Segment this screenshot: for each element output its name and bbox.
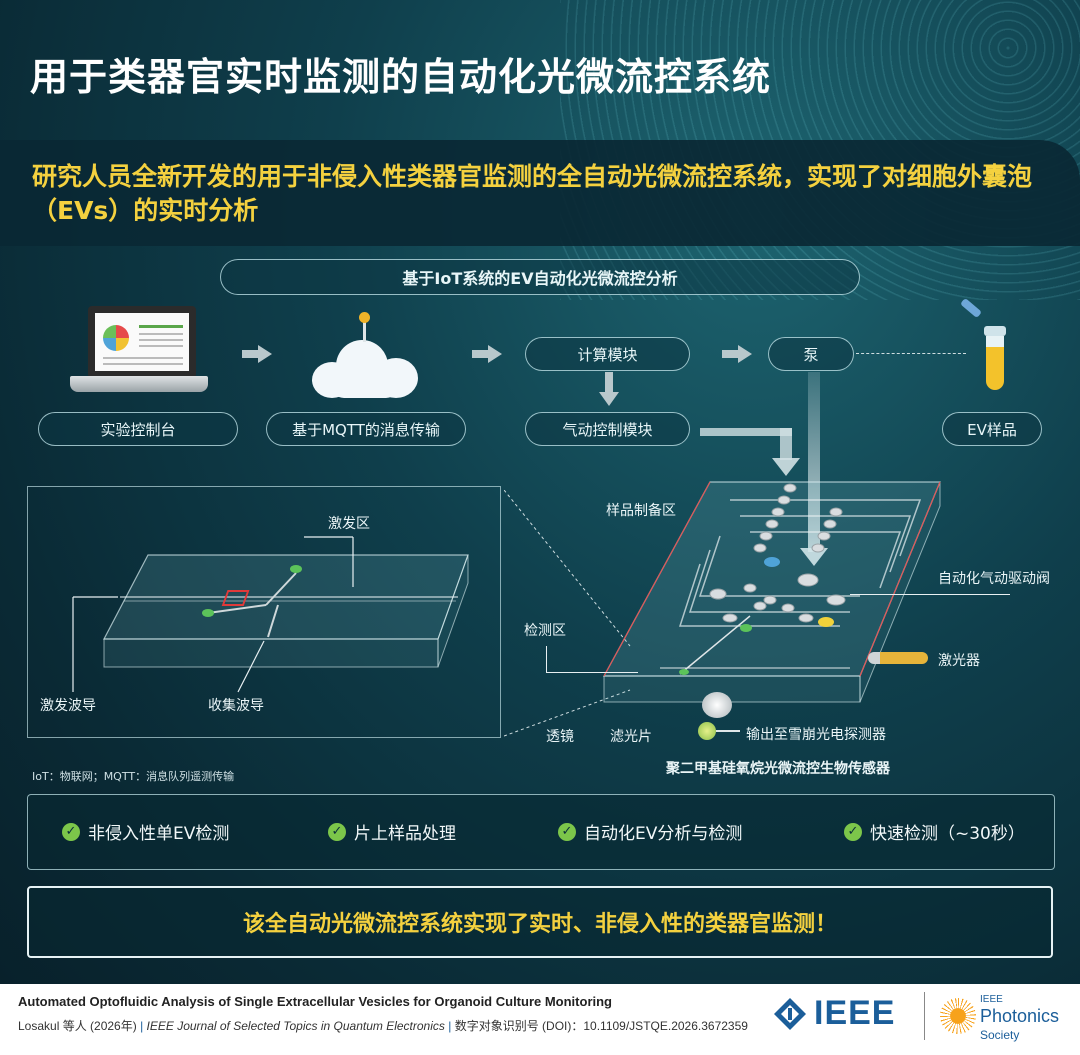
feature-bar: ✓ 非侵入性单EV检测 ✓ 片上样品处理 ✓ 自动化EV分析与检测 ✓ 快速检测… xyxy=(27,794,1055,870)
feature-label: 快速检测（~30秒） xyxy=(870,824,1025,844)
feature-label: 自动化EV分析与检测 xyxy=(584,824,743,844)
pump-label: 泵 xyxy=(768,337,854,371)
collection-waveguide-label: 收集波导 xyxy=(208,698,264,714)
feature-item: ✓ 快速检测（~30秒） xyxy=(844,819,1025,844)
output-label: 输出至雪崩光电探测器 xyxy=(746,727,886,743)
lens-icon xyxy=(702,692,732,718)
laptop-icon xyxy=(88,306,196,378)
console-label: 实验控制台 xyxy=(38,412,238,446)
feature-label: 片上样品处理 xyxy=(354,824,456,844)
subtitle-banner: 研究人员全新开发的用于非侵入性类器官监测的全自动光微流控系统，实现了对细胞外囊泡… xyxy=(0,140,1080,246)
detection-pointer xyxy=(546,646,548,672)
valve-pointer xyxy=(850,594,1010,596)
check-icon: ✓ xyxy=(328,822,346,841)
arrow-right-icon xyxy=(472,345,502,363)
cloud-icon xyxy=(312,340,418,398)
laser-label: 激光器 xyxy=(938,653,980,669)
laser-icon xyxy=(868,652,928,664)
excitation-zone-label: 激发区 xyxy=(328,516,370,532)
filter-icon xyxy=(698,722,716,740)
lens-label: 透镜 xyxy=(546,729,574,745)
compute-module: 计算模块 xyxy=(525,337,690,371)
check-icon: ✓ xyxy=(844,822,862,841)
sample-prep-label: 样品制备区 xyxy=(606,503,676,519)
feature-item: ✓ 自动化EV分析与检测 xyxy=(558,819,742,844)
abbreviation-footnote: IoT：物联网；MQTT：消息队列遥测传输 xyxy=(32,770,235,783)
paper-title: Automated Optofluidic Analysis of Single… xyxy=(18,994,612,1009)
arrow-right-icon xyxy=(722,345,752,363)
sample-tube-icon xyxy=(984,326,1006,402)
page-title: 用于类器官实时监测的自动化光微流控系统 xyxy=(30,55,772,99)
pump-arrow-icon xyxy=(800,372,828,572)
journal-name: IEEE Journal of Selected Topics in Quant… xyxy=(146,1019,445,1033)
pipette-icon xyxy=(960,297,982,319)
authors: Losakul 等人 (2026年) xyxy=(18,1019,137,1033)
photonics-logo-ieee: IEEE xyxy=(980,994,1003,1005)
arrow-right-icon xyxy=(242,345,272,363)
excitation-waveguide-label: 激发波导 xyxy=(40,698,96,714)
logo-divider xyxy=(924,992,925,1040)
ev-sample-label: EV样品 xyxy=(942,412,1042,446)
pie-chart-icon xyxy=(103,325,129,351)
citation-footer: Automated Optofluidic Analysis of Single… xyxy=(0,984,1080,1055)
waveguide-chip-drawing xyxy=(72,536,469,693)
check-icon: ✓ xyxy=(62,822,80,841)
chip-caption: 聚二甲基硅氧烷光微流控生物传感器 xyxy=(666,761,890,777)
pneumatic-arrow-icon xyxy=(700,428,800,480)
check-icon: ✓ xyxy=(558,822,576,841)
flow-header: 基于IoT系统的EV自动化光微流控分析 xyxy=(220,259,860,295)
detection-zone-label: 检测区 xyxy=(524,623,566,639)
photonics-logo-society: Society xyxy=(980,1028,1020,1042)
ieee-diamond-icon xyxy=(774,997,806,1030)
doi: 数字对象识别号 (DOI)：10.1109/JSTQE.2026.3672359 xyxy=(454,1019,748,1033)
conclusion-banner: 该全自动光微流控系统实现了实时、非侵入性的类器官监测！ xyxy=(27,886,1053,958)
ieee-logo: IEEE xyxy=(772,994,895,1033)
output-arrow-icon xyxy=(716,730,740,732)
citation-line: Losakul 等人 (2026年) | IEEE Journal of Sel… xyxy=(18,1019,748,1033)
photonics-society-logo: IEEE Photonics Society xyxy=(940,992,1070,1044)
dashed-connector xyxy=(856,353,966,354)
subtitle-text: 研究人员全新开发的用于非侵入性类器官监测的全自动光微流控系统，实现了对细胞外囊泡… xyxy=(32,162,1033,225)
photonics-logo-name: Photonics xyxy=(980,1006,1060,1026)
filter-label: 滤光片 xyxy=(610,729,652,745)
wifi-antenna-icon xyxy=(358,302,372,342)
inset-connector xyxy=(503,489,634,740)
feature-item: ✓ 非侵入性单EV检测 xyxy=(62,819,229,844)
arrow-down-icon xyxy=(599,372,619,408)
pneumatic-module: 气动控制模块 xyxy=(525,412,690,446)
mqtt-label: 基于MQTT的消息传输 xyxy=(266,412,466,446)
waveguide-inset: 激发区 激发波导 收集波导 xyxy=(27,486,501,738)
detection-pointer-h xyxy=(546,672,638,674)
ieee-wordmark: IEEE xyxy=(814,994,896,1032)
valve-label: 自动化气动驱动阀 xyxy=(938,571,1050,587)
feature-label: 非侵入性单EV检测 xyxy=(88,824,230,844)
feature-item: ✓ 片上样品处理 xyxy=(328,819,456,844)
laptop-base xyxy=(70,376,208,392)
optofluidic-chip-drawing xyxy=(602,481,941,703)
sunburst-icon xyxy=(940,998,976,1034)
